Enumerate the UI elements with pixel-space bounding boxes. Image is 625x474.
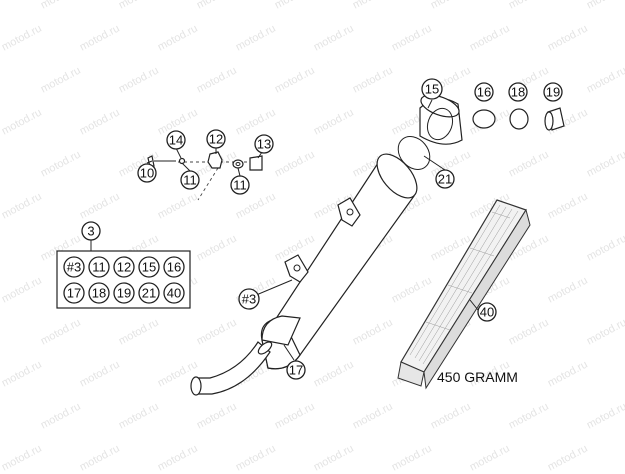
- kit-cell-circle: [138, 256, 160, 278]
- kit-cell-label: 16: [167, 260, 181, 275]
- svg-text:19: 19: [546, 85, 560, 100]
- kit-cell-circle: [163, 256, 185, 278]
- packing-weight-note: 450 GRAMM: [437, 369, 518, 385]
- callout-18: 18: [508, 82, 528, 102]
- callout-13: 13: [254, 134, 274, 154]
- silencer-body: [190, 153, 418, 396]
- kit-cell-circle: [113, 282, 135, 304]
- kit-cell-circle: [163, 282, 185, 304]
- svg-text:16: 16: [477, 85, 491, 100]
- kit-cell-circle: [63, 256, 85, 278]
- mounting-hardware: [147, 151, 263, 201]
- silencer-packing: [397, 199, 531, 390]
- sleeve-19: [544, 107, 565, 131]
- svg-text:12: 12: [209, 132, 223, 147]
- kit-cell-label: 19: [117, 286, 131, 301]
- callout-19: 19: [543, 82, 563, 102]
- kit-cell-circle: [113, 256, 135, 278]
- callout-15: 15: [421, 78, 443, 100]
- callout-11b: 11: [230, 175, 250, 195]
- kit-table: 3 #3 11 12 15 16 17 18 19 21 40: [56, 221, 191, 309]
- callout-10: 10: [137, 163, 157, 183]
- seal-ring-18: [509, 108, 529, 130]
- kit-cell-label: 12: [117, 260, 131, 275]
- svg-text:3: 3: [87, 224, 94, 239]
- svg-text:18: 18: [511, 85, 525, 100]
- svg-text:10: 10: [140, 166, 154, 181]
- svg-text:13: 13: [257, 137, 271, 152]
- kit-cell-label: 11: [92, 260, 106, 275]
- kit-cell-circle: [138, 282, 160, 304]
- svg-text:11: 11: [233, 178, 247, 193]
- kit-cell-circle: [88, 282, 110, 304]
- svg-text:11: 11: [183, 173, 197, 188]
- kit-cell-label: 17: [67, 286, 81, 301]
- kit-cell-label: 18: [92, 286, 106, 301]
- svg-text:40: 40: [480, 305, 494, 320]
- kit-cell-label: #3: [67, 260, 81, 275]
- kit-cell-circle: [88, 256, 110, 278]
- kit-cell-label: 21: [142, 286, 156, 301]
- callout-muffler-3: #3: [238, 288, 260, 310]
- svg-text:15: 15: [425, 82, 439, 97]
- callout-16: 16: [474, 82, 494, 102]
- svg-text:17: 17: [289, 363, 303, 378]
- kit-cell-label: 15: [142, 260, 156, 275]
- kit-cell-circle: [63, 282, 85, 304]
- svg-text:14: 14: [169, 133, 183, 148]
- callout-12: 12: [206, 129, 226, 149]
- seal-ring-16: [472, 109, 496, 129]
- end-cap: [419, 94, 463, 145]
- callout-17: 17: [286, 360, 306, 380]
- kit-row-1: #3 11 12 15 16: [63, 256, 185, 278]
- svg-text:#3: #3: [242, 292, 256, 307]
- gasket-ring: [397, 136, 431, 170]
- callout-21: 21: [435, 169, 455, 189]
- svg-text:21: 21: [438, 172, 452, 187]
- callout-14: 14: [166, 130, 186, 150]
- kit-cell-label: 40: [167, 286, 181, 301]
- callout-11a: 11: [180, 170, 200, 190]
- callout-40: 40: [477, 302, 497, 322]
- kit-row-2: 17 18 19 21 40: [63, 282, 185, 304]
